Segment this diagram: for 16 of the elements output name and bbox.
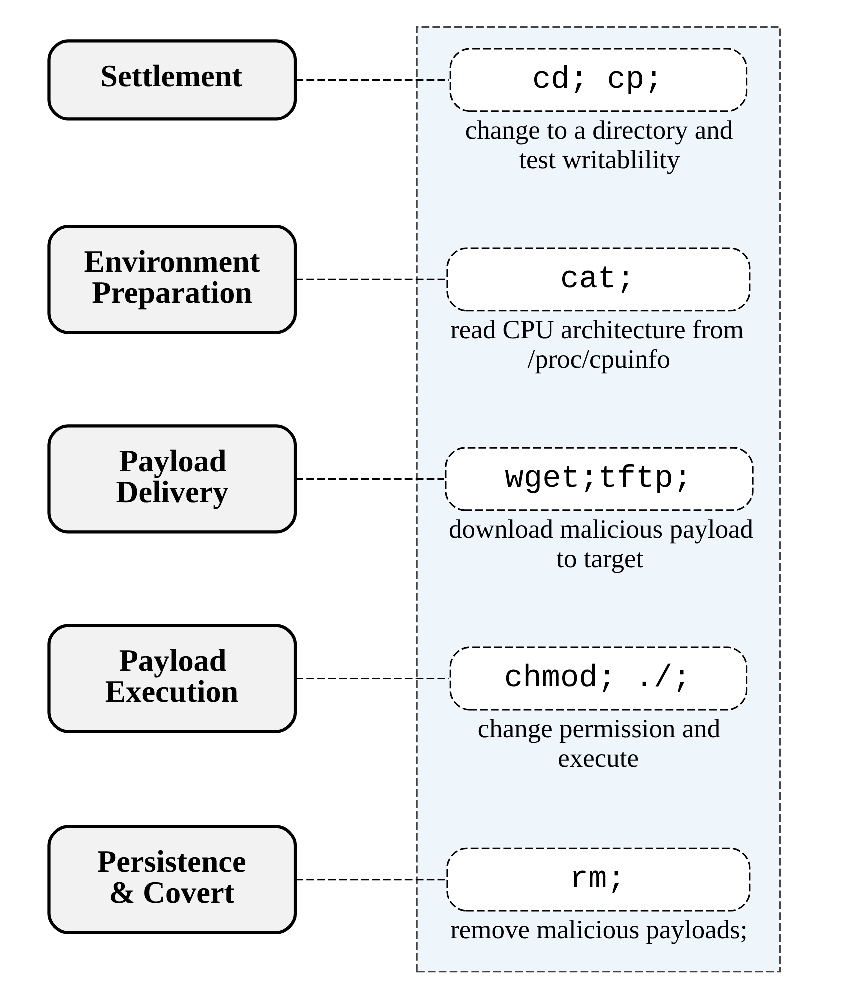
node-box: Payload Delivery [47, 424, 297, 534]
node-box: Environment Preparation [47, 225, 297, 334]
node-label: download malicious payload to target [448, 514, 754, 574]
cluster [416, 26, 781, 973]
connector [295, 278, 446, 280]
connector [295, 678, 449, 680]
node-label: change to a directory and test writablility [464, 114, 733, 174]
node-box: Persistence & Covert [47, 825, 297, 934]
node-label: change permission and execute [477, 713, 720, 773]
node-box: Payload Execution [47, 624, 297, 734]
node-label: read CPU architecture from /proc/cpuinfo [450, 314, 744, 374]
node-box: Settlement [47, 40, 297, 121]
node-label: remove malicious payloads; [450, 914, 748, 944]
connector [295, 478, 444, 480]
connector [295, 879, 446, 881]
connector [295, 79, 449, 81]
